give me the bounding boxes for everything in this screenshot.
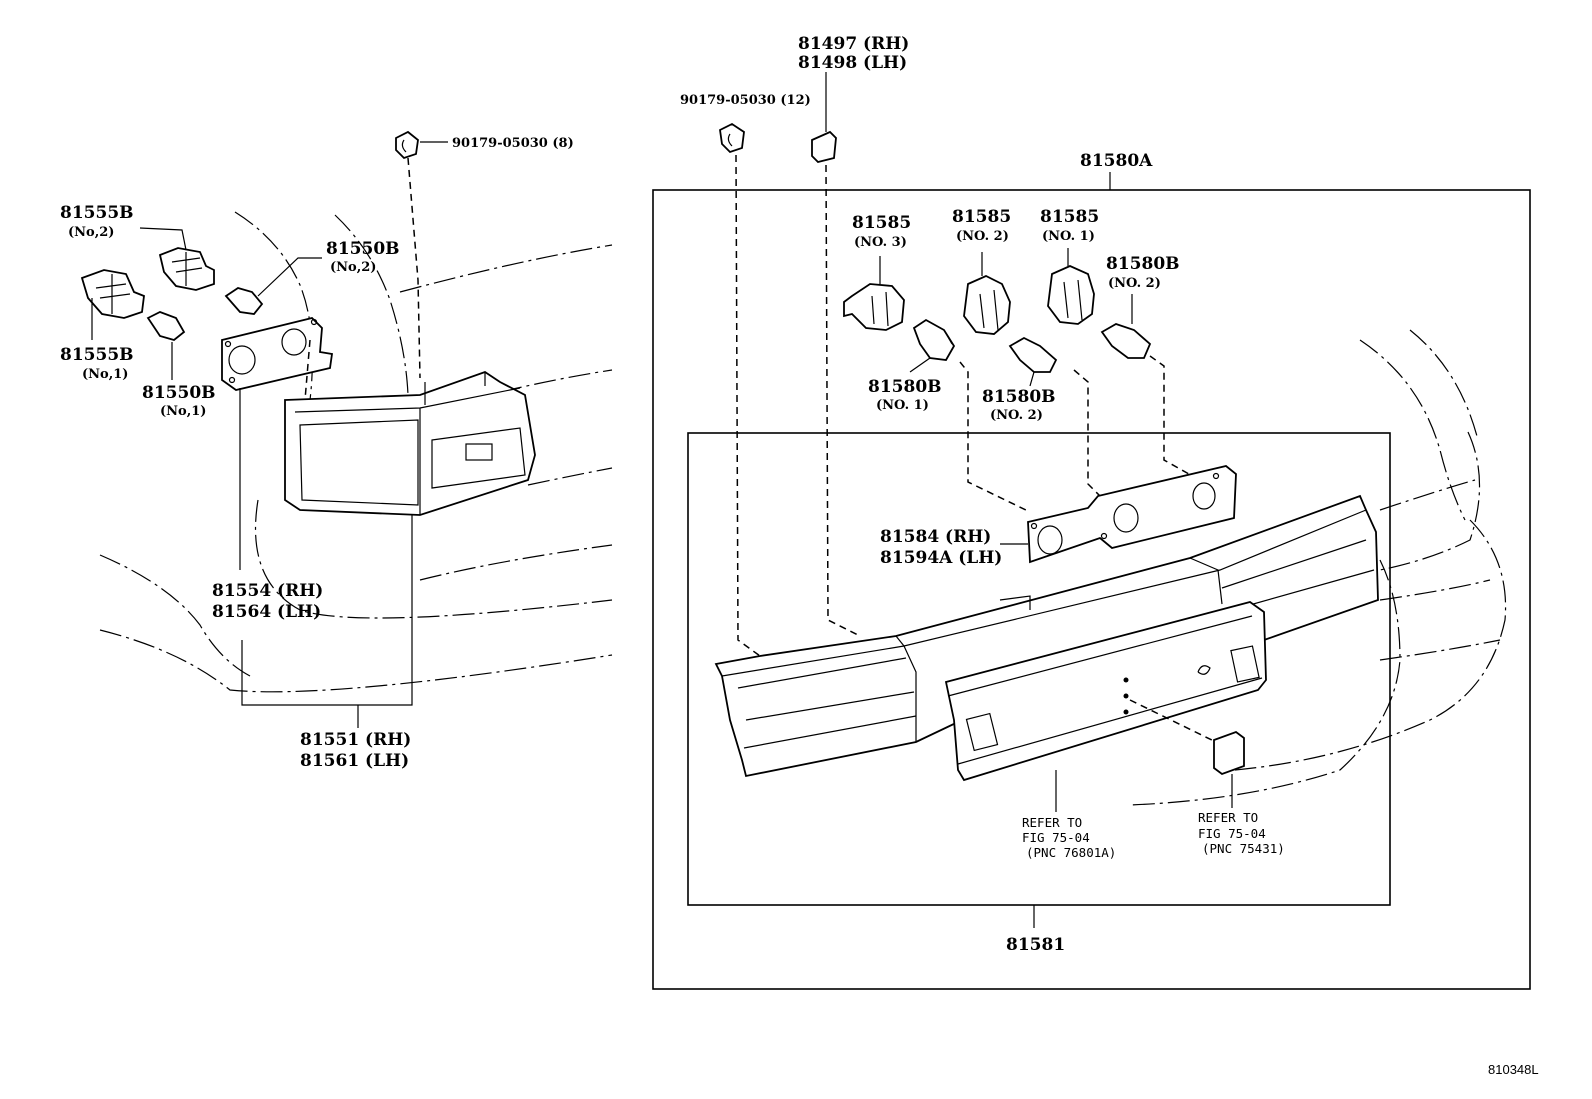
label-ref2-line3: (PNC 75431) — [1202, 841, 1285, 856]
bulb-81580B-no1 — [912, 318, 956, 361]
label-ref1-line1: REFER TO — [1022, 815, 1082, 830]
label-81585-no1: 81585 — [1040, 207, 1099, 227]
right-body-phantom-lines — [1129, 329, 1507, 806]
dash-clip-12 — [735, 154, 761, 657]
socket-plate-81584 — [1027, 465, 1237, 564]
label-81580B-no2-mid-sub: (NO. 2) — [990, 408, 1043, 423]
label-81554: 81554 (RH) — [212, 581, 323, 601]
label-81580B-no2-mid: 81580B — [982, 387, 1056, 407]
clip-90179-05030-12-icon — [719, 122, 745, 154]
socket-81555B-no2 — [158, 247, 215, 291]
label-81580B-no2-top-sub: (NO. 2) — [1108, 276, 1161, 291]
label-81550B-no2-sub: (No,2) — [330, 260, 376, 275]
leader-81580B-no1 — [909, 357, 931, 373]
label-81555B-no1: 81555B — [60, 345, 134, 365]
socket-81555B-no1 — [80, 269, 145, 319]
sub-assembly-box-81581 — [687, 432, 1391, 906]
license-bolts — [1123, 677, 1129, 715]
assembly-box-81580A — [652, 189, 1531, 990]
label-81585-no2: 81585 — [952, 207, 1011, 227]
label-90179-8: 90179-05030 (8) — [452, 136, 574, 151]
label-81580A: 81580A — [1080, 151, 1153, 171]
label-ref1-line3: (PNC 76801A) — [1026, 845, 1116, 860]
dash-license-bolt — [1129, 699, 1221, 745]
label-81555B-no2-sub: (No,2) — [68, 225, 114, 240]
figure-id: 810348L — [1488, 1062, 1539, 1077]
bulb-81580B-no2-top — [1100, 323, 1152, 359]
label-81580B-no1-sub: (NO. 1) — [876, 398, 929, 413]
label-81585-no3: 81585 — [852, 213, 911, 233]
label-81580B-no1: 81580B — [868, 377, 942, 397]
label-ref2-line2: FIG 75-04 — [1198, 826, 1266, 841]
label-ref2-line1: REFER TO — [1198, 810, 1258, 825]
label-81555B-no1-sub: (No,1) — [82, 367, 128, 382]
label-81584: 81584 (RH) — [880, 527, 991, 547]
bulb-81550B-no1 — [146, 311, 186, 341]
label-81585-no1-sub: (NO. 1) — [1042, 229, 1095, 244]
label-81550B-no1-sub: (No,1) — [160, 404, 206, 419]
label-81580B-no2-top: 81580B — [1106, 254, 1180, 274]
socket-81585-no2 — [963, 252, 1011, 335]
label-81550B-no2: 81550B — [326, 239, 400, 259]
part-labels: 81497 (RH) 81498 (LH) 90179-05030 (12) 9… — [60, 34, 1539, 1077]
label-81561: 81561 (LH) — [300, 751, 409, 771]
leader-81580B-mid — [1029, 371, 1035, 387]
label-81564: 81564 (LH) — [212, 602, 321, 622]
dash-bulb-no1 — [959, 361, 1031, 513]
side-marker-lamp — [284, 371, 536, 516]
dash-bulb-no2-top — [1149, 355, 1197, 479]
socket-81585-no3 — [843, 256, 905, 331]
clip-90179-05030-8-icon — [395, 130, 419, 160]
label-81555B-no2: 81555B — [60, 203, 134, 223]
lamp-gasket-plate — [221, 317, 334, 391]
label-81551: 81551 (RH) — [300, 730, 411, 750]
label-ref1-line2: FIG 75-04 — [1022, 830, 1090, 845]
label-81498: 81498 (LH) — [798, 53, 907, 73]
label-81585-no3-sub: (NO. 3) — [854, 235, 907, 250]
label-81585-no2-sub: (NO. 2) — [956, 229, 1009, 244]
socket-81585-no1 — [1047, 248, 1095, 325]
label-81550B-no1: 81550B — [142, 383, 216, 403]
label-81497: 81497 (RH) — [798, 34, 909, 54]
label-90179-12: 90179-05030 (12) — [680, 93, 811, 108]
bulb-81550B-no2 — [224, 287, 264, 315]
bulb-81580B-no2-mid — [1008, 336, 1058, 373]
label-81581: 81581 — [1006, 935, 1065, 955]
retainer-81497-icon — [811, 130, 837, 163]
label-81594A: 81594A (LH) — [880, 548, 1002, 568]
license-pad-75431-icon — [1213, 730, 1245, 776]
license-garnish-panel — [944, 601, 1267, 782]
left-leader-lines — [91, 141, 448, 728]
